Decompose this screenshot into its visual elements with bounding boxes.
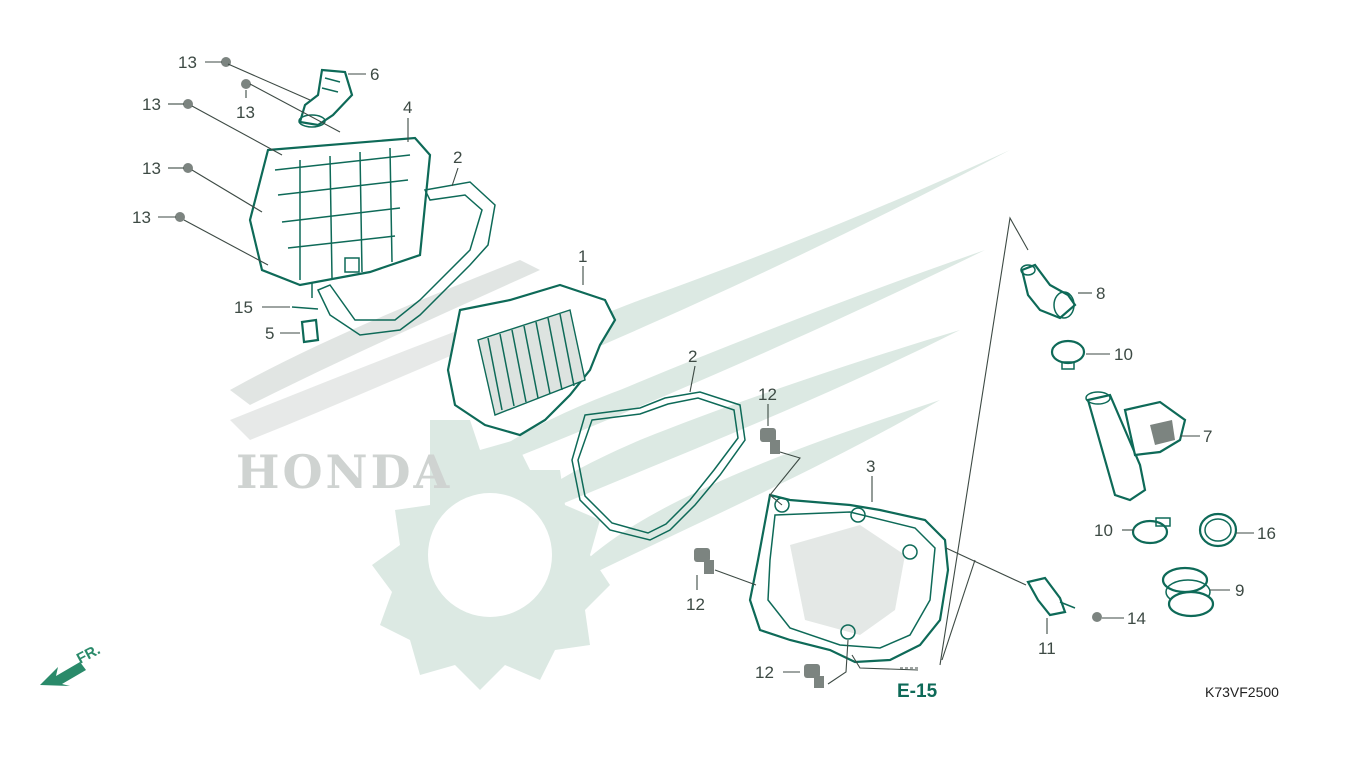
callout-11: 11 — [1038, 639, 1056, 658]
callout-labels: 13 13 13 13 13 6 4 2 1 15 5 2 12 12 12 3… — [132, 53, 1276, 682]
callout-13: 13 — [178, 53, 197, 72]
figure-code: K73VF2500 — [1205, 684, 1279, 700]
callout-12: 12 — [755, 663, 774, 682]
callout-16: 16 — [1257, 524, 1276, 543]
callout-15: 15 — [234, 298, 253, 317]
callout-7: 7 — [1203, 427, 1212, 446]
callout-2: 2 — [453, 148, 462, 167]
part-9-connecting-tube — [1161, 566, 1215, 618]
callout-10: 10 — [1094, 521, 1113, 540]
callout-13: 13 — [236, 103, 255, 122]
part-7-tube-resonator — [1085, 391, 1187, 502]
part-10-lower-clamp — [1131, 517, 1171, 545]
callout-12: 12 — [686, 595, 705, 614]
watermark-brand-text: HONDA — [236, 445, 452, 499]
callout-6: 6 — [370, 65, 379, 84]
part-2-lower-gasket — [571, 391, 746, 541]
part-11-drain-plug — [1026, 576, 1076, 617]
part-4-air-cleaner-cover — [248, 136, 432, 298]
part-6-intake-duct — [298, 68, 354, 128]
callout-1: 1 — [578, 247, 587, 266]
part-16-band — [1198, 512, 1238, 548]
part-5-clip — [300, 318, 320, 344]
callout-14: 14 — [1127, 609, 1146, 628]
callout-5: 5 — [265, 324, 274, 343]
screw-bolts — [175, 57, 1102, 688]
part-8-joint-tube — [1020, 263, 1077, 320]
callout-2: 2 — [688, 347, 697, 366]
part-2-upper-gasket — [316, 181, 496, 336]
callout-8: 8 — [1096, 284, 1105, 303]
callout-13: 13 — [142, 159, 161, 178]
reference-label: E-15 — [897, 681, 938, 702]
part-15-pin — [291, 306, 319, 310]
front-direction-arrow-icon: FR. — [40, 641, 103, 686]
callout-13: 13 — [142, 95, 161, 114]
callout-10: 10 — [1114, 345, 1133, 364]
callout-3: 3 — [866, 457, 875, 476]
part-10-upper-clamp — [1050, 339, 1086, 370]
callout-13: 13 — [132, 208, 151, 227]
callout-9: 9 — [1235, 581, 1244, 600]
part-3-air-cleaner-case — [748, 493, 950, 664]
callout-12: 12 — [758, 385, 777, 404]
part-1-air-filter-element — [446, 283, 617, 437]
callout-4: 4 — [403, 98, 412, 117]
leader-lines — [158, 61, 1254, 685]
